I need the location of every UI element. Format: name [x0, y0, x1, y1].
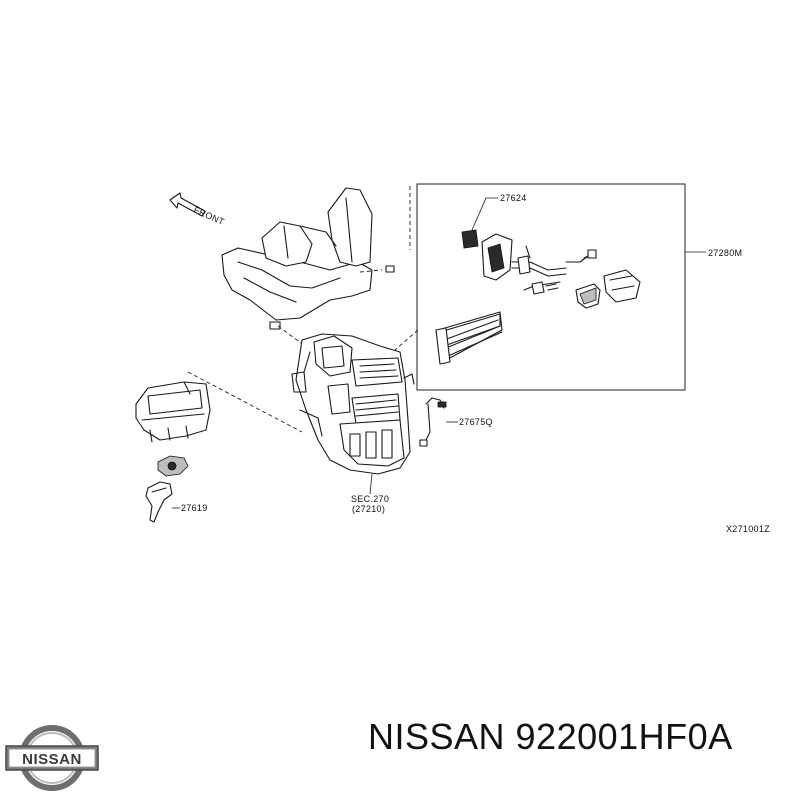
part-27675q: 27675Q: [419, 397, 493, 447]
section-ref-sub-label: (27210): [352, 504, 385, 514]
nissan-logo: NISSAN: [5, 725, 99, 791]
part-label-27675q: 27675Q: [459, 417, 493, 427]
part-label-27619: 27619: [181, 503, 208, 513]
part-27619: 27619: [145, 455, 208, 523]
part-label-27280m: 27280M: [708, 248, 742, 258]
front-label: FRONT: [192, 205, 226, 227]
lower-duct: [135, 381, 211, 443]
page-title: NISSAN 922001HF0A: [368, 716, 733, 757]
heater-unit-housing: SEC.270 (27210): [291, 333, 415, 514]
section-ref-label: SEC.270: [351, 494, 389, 504]
evaporator-kit-box: 27280M 27624: [416, 183, 742, 391]
leader-lines: [187, 186, 419, 433]
upper-duct-bracket: [221, 187, 395, 330]
figure-code: X271001Z: [726, 524, 770, 534]
part-label-27624: 27624: [500, 193, 527, 203]
front-arrow: FRONT: [169, 192, 226, 227]
logo-text: NISSAN: [22, 751, 82, 768]
